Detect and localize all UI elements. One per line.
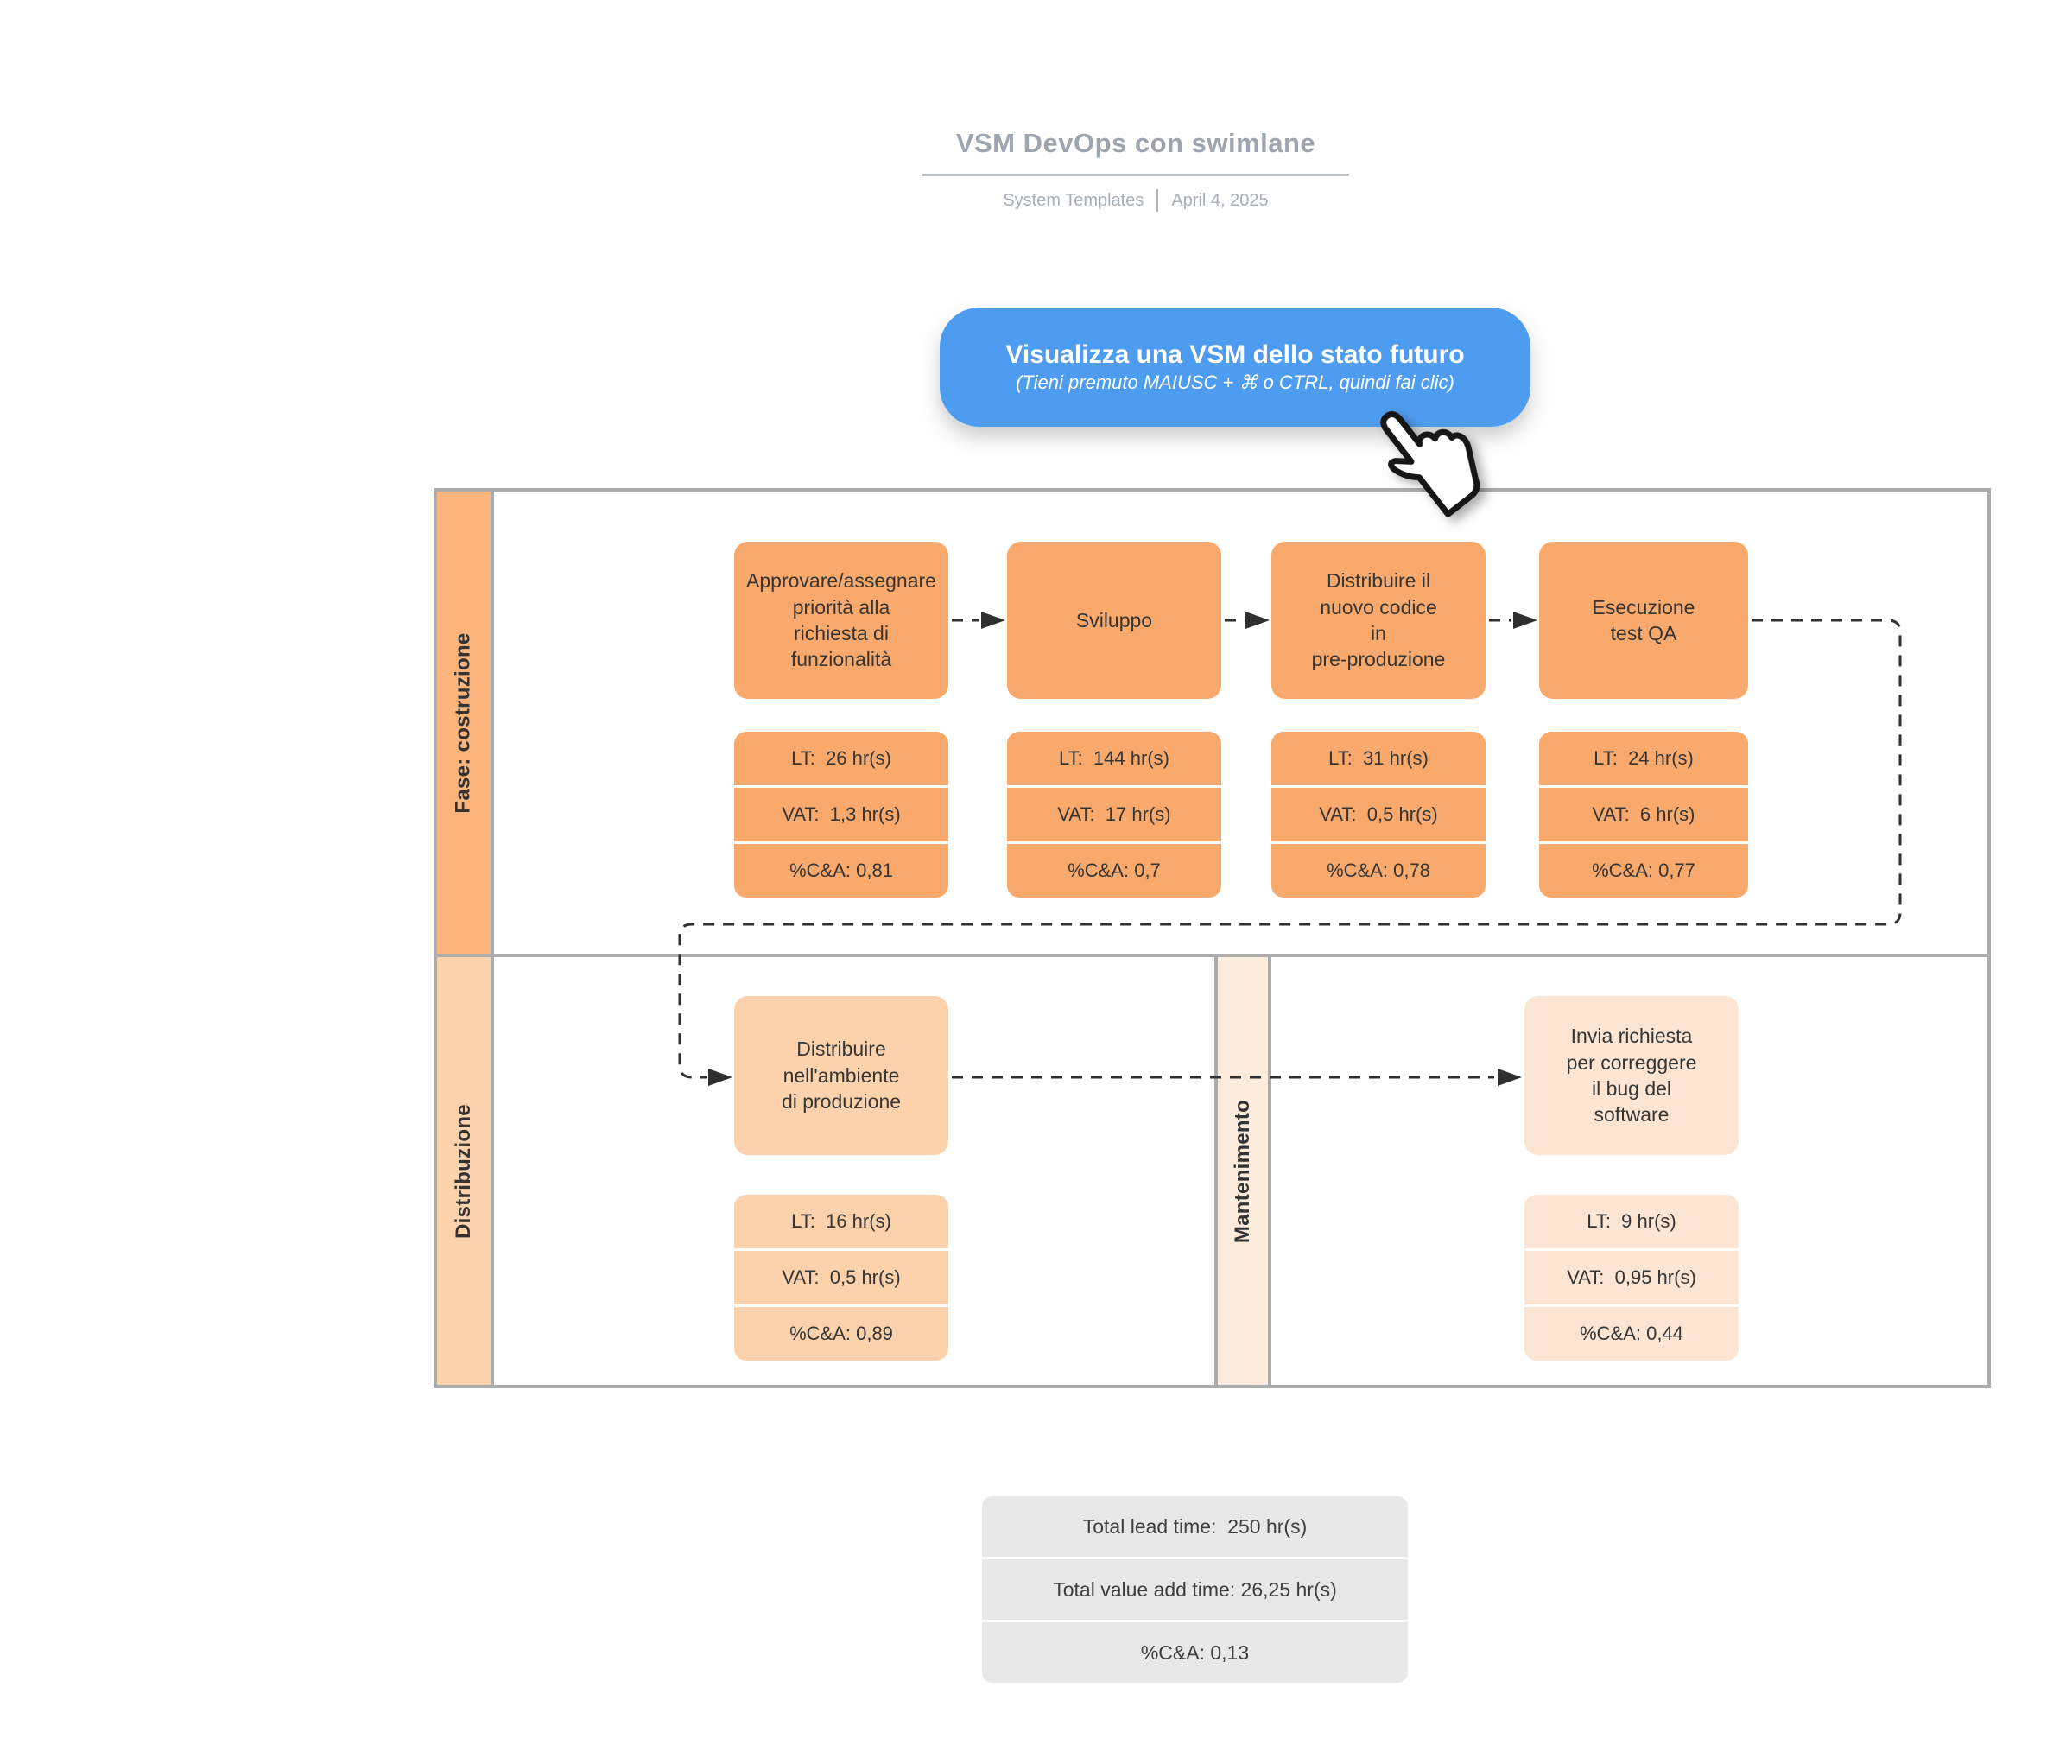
process-invia-richiesta-bug[interactable]: Invia richiesta per correggere il bug de…: [1524, 996, 1739, 1155]
stat-vat: VAT: 6 hr(s): [1539, 785, 1748, 841]
stat-vat: VAT: 0,5 hr(s): [734, 1248, 948, 1304]
stats-approvare[interactable]: LT: 26 hr(s) VAT: 1,3 hr(s) %C&A: 0,81: [734, 732, 948, 898]
stat-vat: VAT: 0,5 hr(s): [1271, 785, 1486, 841]
stat-ca: %C&A: 0,78: [1271, 841, 1486, 898]
lane-header-mantenimento[interactable]: Mantenimento: [1214, 957, 1271, 1385]
lane-label: Distribuzione: [452, 1103, 475, 1239]
stat-vat: VAT: 0,95 hr(s): [1524, 1248, 1739, 1304]
lane-divider: [437, 954, 1987, 957]
total-value-add-time: Total value add time: 26,25 hr(s): [982, 1557, 1408, 1620]
process-distribuire-preproduzione[interactable]: Distribuire il nuovo codice in pre-produ…: [1271, 542, 1486, 699]
stat-lt: LT: 144 hr(s): [1007, 732, 1221, 785]
subtitle-divider: [1156, 189, 1159, 212]
stats-invia-richiesta-bug[interactable]: LT: 9 hr(s) VAT: 0,95 hr(s) %C&A: 0,44: [1524, 1195, 1739, 1361]
stats-sviluppo[interactable]: LT: 144 hr(s) VAT: 17 hr(s) %C&A: 0,7: [1007, 732, 1221, 898]
stat-ca: %C&A: 0,7: [1007, 841, 1221, 898]
lane-label: Mantenimento: [1231, 1099, 1254, 1243]
title-underline: [922, 174, 1349, 176]
page-title: VSM DevOps con swimlane: [955, 128, 1316, 158]
stat-lt: LT: 31 hr(s): [1271, 732, 1486, 785]
total-lead-time: Total lead time: 250 hr(s): [982, 1496, 1408, 1557]
stat-ca: %C&A: 0,81: [734, 841, 948, 898]
future-state-vsm-button[interactable]: Visualizza una VSM dello stato futuro (T…: [940, 308, 1530, 427]
subtitle-author: System Templates: [1003, 190, 1144, 210]
stat-ca: %C&A: 0,89: [734, 1304, 948, 1361]
stat-vat: VAT: 1,3 hr(s): [734, 785, 948, 841]
process-sviluppo[interactable]: Sviluppo: [1007, 542, 1221, 699]
future-state-vsm-button-label: Visualizza una VSM dello stato futuro: [1005, 339, 1465, 369]
lane-header-fase-costruzione[interactable]: Fase: costruzione: [437, 492, 494, 954]
stats-esecuzione-test-qa[interactable]: LT: 24 hr(s) VAT: 6 hr(s) %C&A: 0,77: [1539, 732, 1748, 898]
stats-distribuire-produzione[interactable]: LT: 16 hr(s) VAT: 0,5 hr(s) %C&A: 0,89: [734, 1195, 948, 1361]
total-ca: %C&A: 0,13: [982, 1620, 1408, 1683]
subtitle: System Templates April 4, 2025: [877, 189, 1395, 212]
stat-vat: VAT: 17 hr(s): [1007, 785, 1221, 841]
stat-lt: LT: 9 hr(s): [1524, 1195, 1739, 1248]
subtitle-date: April 4, 2025: [1171, 190, 1269, 210]
process-approvare-richiesta[interactable]: Approvare/assegnare priorità alla richie…: [734, 542, 948, 699]
swimlane-pool: Fase: costruzione Distribuzione Mantenim…: [434, 488, 1991, 1388]
lane-label: Fase: costruzione: [452, 631, 475, 814]
process-esecuzione-test-qa[interactable]: Esecuzione test QA: [1539, 542, 1748, 699]
process-distribuire-produzione[interactable]: Distribuire nell'ambiente di produzione: [734, 996, 948, 1155]
lane-header-distribuzione[interactable]: Distribuzione: [437, 957, 494, 1385]
stat-lt: LT: 26 hr(s): [734, 732, 948, 785]
totals-summary[interactable]: Total lead time: 250 hr(s) Total value a…: [982, 1496, 1408, 1683]
stat-lt: LT: 24 hr(s): [1539, 732, 1748, 785]
future-state-vsm-button-hint: (Tieni premuto MAIUSC + ⌘ o CTRL, quindi…: [1016, 371, 1454, 394]
stat-lt: LT: 16 hr(s): [734, 1195, 948, 1248]
stats-distribuire-preproduzione[interactable]: LT: 31 hr(s) VAT: 0,5 hr(s) %C&A: 0,78: [1271, 732, 1486, 898]
stat-ca: %C&A: 0,77: [1539, 841, 1748, 898]
stat-ca: %C&A: 0,44: [1524, 1304, 1739, 1361]
